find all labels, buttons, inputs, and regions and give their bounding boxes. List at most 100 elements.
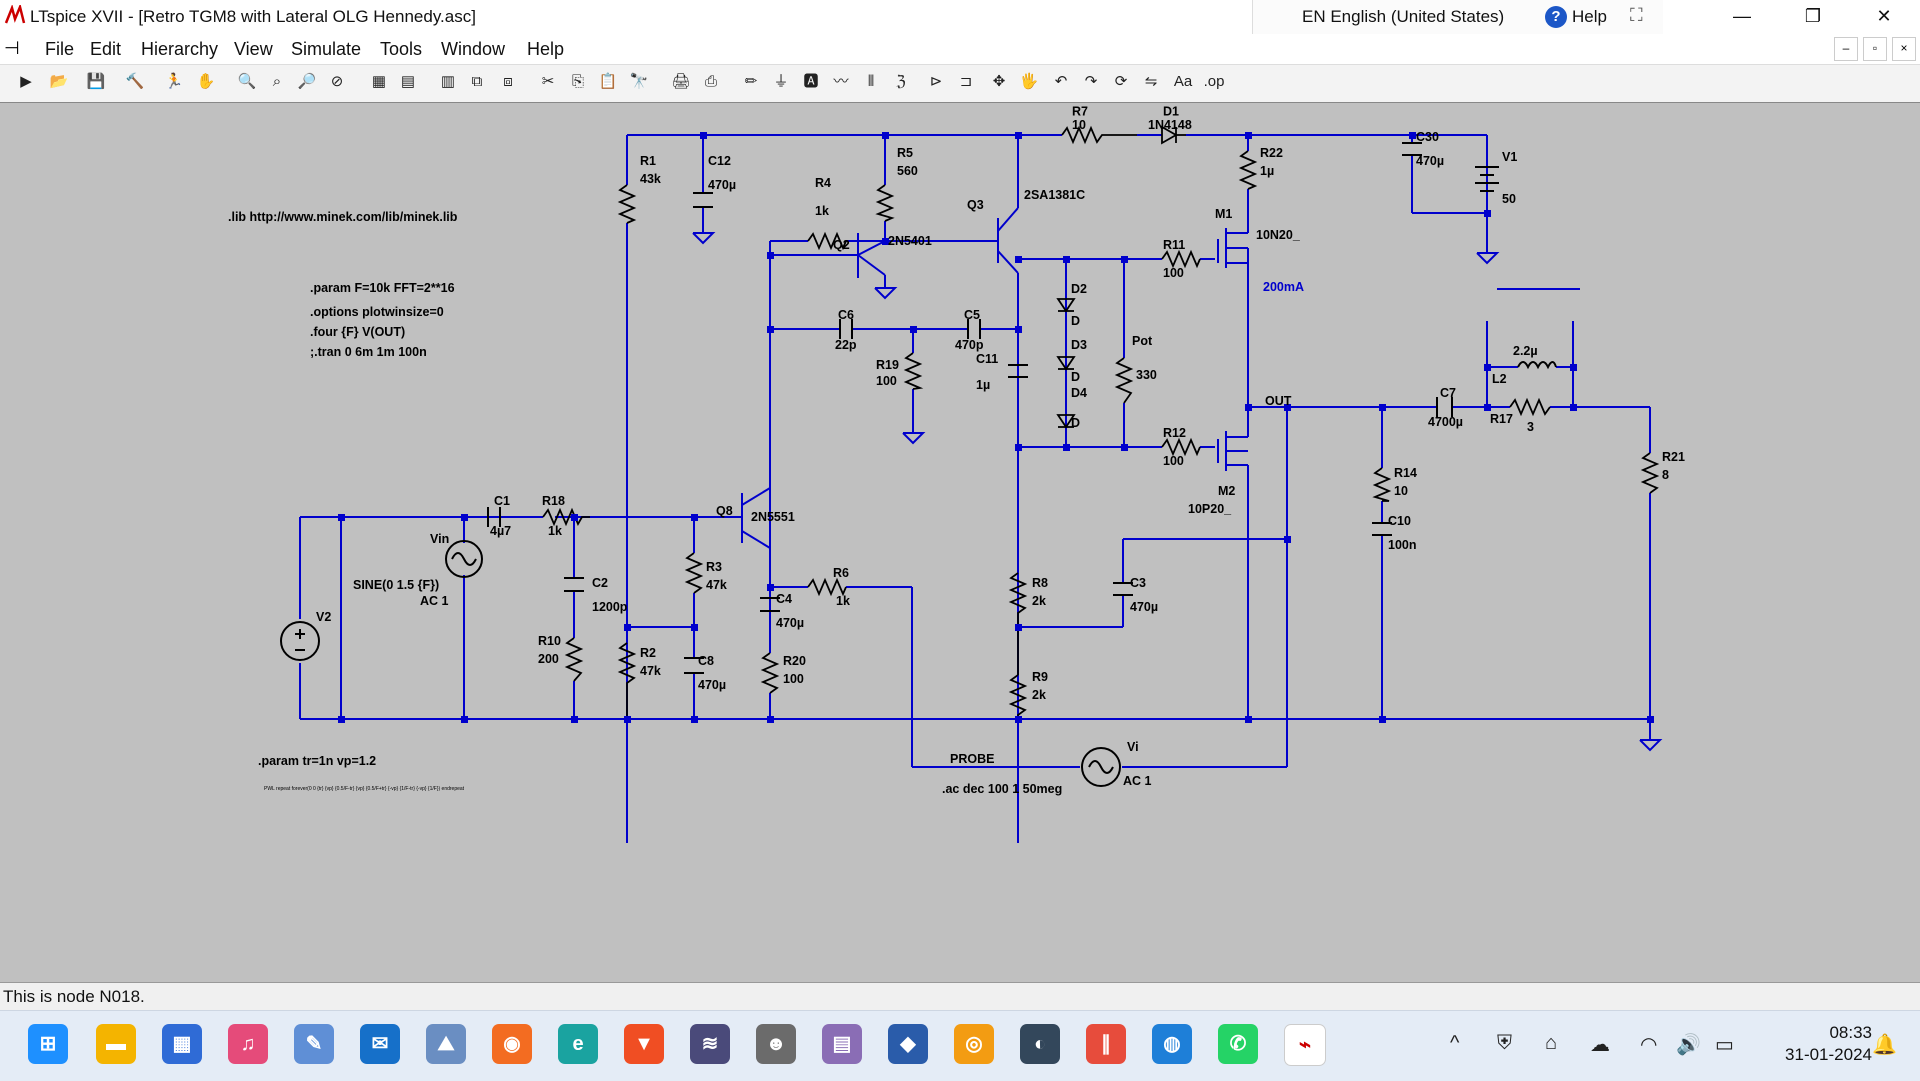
menu-hierarchy[interactable]: Hierarchy [141,39,219,59]
zoom-in-icon[interactable]: 🔍 [237,73,257,90]
control-panel-icon[interactable]: 🔨 [125,73,145,90]
store-icon[interactable]: ▦ [162,1024,202,1064]
wifi-icon[interactable]: ◠ [1640,1034,1658,1056]
battery-icon[interactable]: ▭ [1715,1034,1734,1056]
calculator-icon[interactable]: ▤ [822,1024,862,1064]
mail-icon[interactable]: ✉ [360,1024,400,1064]
component-icon[interactable]: ⊐ [959,73,973,90]
help-label[interactable]: Help [1572,7,1607,26]
run-sim-icon[interactable]: 🏃 [164,73,184,90]
minimize-button[interactable]: — [1733,6,1751,26]
lib-directive[interactable]: .lib http://www.minek.com/lib/minek.lib [228,210,458,224]
print-icon[interactable]: 🖨 [671,73,691,90]
ac-directive[interactable]: .ac dec 100 1 50meg [942,782,1062,796]
usb-icon[interactable]: ⌂ [1545,1032,1558,1054]
ltspice-taskbar-icon[interactable]: ⌁ [1284,1024,1326,1066]
paste-icon[interactable]: 📋 [598,73,618,90]
menu-help[interactable]: Help [527,39,565,59]
rotate-icon[interactable]: ⟳ [1114,73,1128,90]
windows-icon[interactable]: ⧉ [471,73,483,90]
notepad-icon[interactable]: ✎ [294,1024,334,1064]
expand-icon[interactable]: ⛶ [1630,5,1643,25]
notification-icon[interactable]: 🔔 [1872,1034,1897,1056]
pwl-directive[interactable]: PWL repeat forever(0 0 {tr} {vp} {0.5/F-… [264,786,465,792]
chevron-up-icon[interactable]: ^ [1450,1032,1460,1054]
save-icon[interactable]: 💾 [86,73,106,90]
label-net-icon[interactable]: 🅰 [803,73,819,90]
alien-app-icon[interactable]: ☻ [756,1024,796,1064]
inductor-icon[interactable]: ℨ [896,73,906,90]
drag-icon[interactable]: 🖐 [1019,73,1039,90]
svg-text:470µ: 470µ [776,616,804,630]
svg-text:R12: R12 [1163,426,1186,440]
stack-app-icon[interactable]: ≋ [690,1024,730,1064]
diode-icon[interactable]: ⊳ [929,73,943,90]
orange-app-icon[interactable]: ◎ [954,1024,994,1064]
whatsapp-icon[interactable]: ✆ [1218,1024,1258,1064]
cut-icon[interactable]: ✂ [541,73,555,90]
maximize-button[interactable]: ❐ [1804,6,1822,26]
move-icon[interactable]: ✥ [992,73,1006,90]
file-explorer-icon[interactable]: ▬ [96,1024,136,1064]
zoom-full-icon[interactable]: ⌕ [272,73,282,90]
tool-app-icon[interactable]: ◆ [888,1024,928,1064]
menu-edit[interactable]: Edit [90,39,122,59]
zoom-out-icon[interactable]: 🔎 [297,73,317,90]
tran-directive[interactable]: ;.tran 0 6m 1m 100n [310,345,427,359]
find-icon[interactable]: 🔭 [629,73,649,90]
four-directive[interactable]: .four {F} V(OUT) [310,325,405,339]
menu-simulate[interactable]: Simulate [291,39,362,59]
menu-window[interactable]: Window [441,39,506,59]
param-tr-directive[interactable]: .param tr=1n vp=1.2 [258,754,376,768]
schematic-svg[interactable]: .lib http://www.minek.com/lib/minek.lib … [0,103,1920,983]
close-button[interactable]: ✕ [1876,6,1892,26]
redo-icon[interactable]: ↷ [1084,73,1098,90]
child-restore-button[interactable]: ▫ [1863,37,1887,61]
spice-directive-icon[interactable]: .op [1203,73,1225,90]
window-title: LTspice XVII - [Retro TGM8 with Lateral … [30,7,476,26]
cloud-icon[interactable]: ☁ [1590,1034,1610,1056]
edge-icon[interactable]: e [558,1024,598,1064]
ground-icon[interactable]: ⏚ [773,73,789,90]
capacitor-icon[interactable]: ⫴ [867,73,875,90]
windows-start-icon[interactable]: ⊞ [28,1024,68,1064]
music-app-icon[interactable]: ♫ [228,1024,268,1064]
brave-icon[interactable]: ▼ [624,1024,664,1064]
menu-tools[interactable]: Tools [380,39,423,59]
child-minimize-button[interactable]: – [1834,37,1858,61]
run-icon[interactable]: ▶ [20,73,32,90]
resistor-icon[interactable]: 〰 [833,73,849,90]
copy-icon[interactable]: ⎘ [571,73,584,90]
photos-icon[interactable]: ⛰ [426,1024,466,1064]
dark-app-icon[interactable]: ◐ [1020,1024,1060,1064]
netlist-icon[interactable]: ⧈ [503,73,513,90]
param-directive[interactable]: .param F=10k FFT=2**16 [310,281,455,295]
stripes-app-icon[interactable]: ∥ [1086,1024,1126,1064]
schematic-icon[interactable]: ▥ [440,73,456,90]
cascade-icon[interactable]: ▤ [400,73,416,90]
help-icon[interactable]: ? [1545,6,1567,28]
svg-text:C4: C4 [776,592,792,606]
zoom-cancel-icon[interactable]: ⊘ [330,73,344,90]
options-directive[interactable]: .options plotwinsize=0 [310,305,444,319]
volume-icon[interactable]: 🔊 [1676,1034,1701,1056]
tile-icon[interactable]: ▦ [371,73,387,90]
menu-file[interactable]: File [45,39,75,59]
svg-text:AC 1: AC 1 [420,594,449,608]
mirror-icon[interactable]: ⇋ [1144,73,1158,90]
print-preview-icon[interactable]: ⎙ [704,73,717,90]
menu-view[interactable]: View [234,39,273,59]
firefox-icon[interactable]: ◉ [492,1024,532,1064]
text-icon[interactable]: Aa [1173,73,1193,90]
child-close-button[interactable]: × [1892,37,1916,61]
open-icon[interactable]: 📂 [49,73,69,90]
schematic-canvas[interactable]: .lib http://www.minek.com/lib/minek.lib … [0,102,1920,983]
pan-icon[interactable]: ✋ [196,73,216,90]
blue-app-icon[interactable]: ◍ [1152,1024,1192,1064]
svg-text:Q3: Q3 [967,198,984,212]
security-icon[interactable]: ⛨ [1497,1032,1512,1054]
draw-wire-icon[interactable]: ✏ [744,73,758,90]
language-indicator[interactable]: EN English (United States) [1302,7,1505,26]
system-clock[interactable]: 08:33 31-01-2024 [1752,1022,1872,1066]
undo-icon[interactable]: ↶ [1054,73,1068,90]
